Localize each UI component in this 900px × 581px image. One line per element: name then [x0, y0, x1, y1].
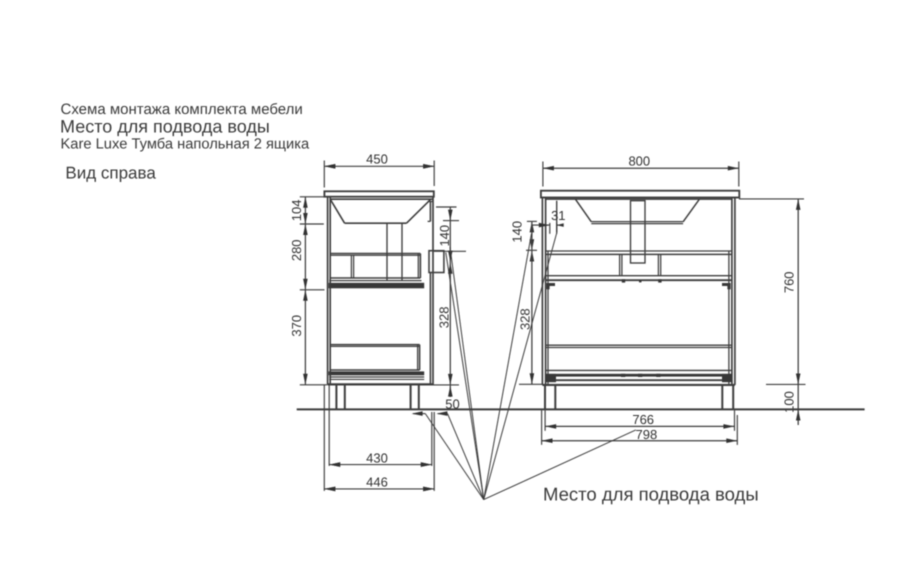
svg-text:140: 140: [437, 225, 452, 247]
svg-text:100: 100: [782, 391, 797, 413]
svg-text:31: 31: [551, 208, 565, 223]
svg-text:50: 50: [445, 397, 459, 412]
svg-text:Kare Luxe Тумба напольная 2 ящ: Kare Luxe Тумба напольная 2 ящика: [61, 137, 310, 153]
svg-text:Место для подвода воды: Место для подвода воды: [60, 117, 270, 137]
svg-text:798: 798: [636, 427, 658, 442]
svg-text:Место для подвода воды: Место для подвода воды: [543, 483, 759, 504]
svg-text:800: 800: [628, 154, 650, 169]
svg-text:766: 766: [632, 412, 654, 427]
svg-text:760: 760: [782, 271, 797, 293]
svg-text:Схема монтажа комплекта мебели: Схема монтажа комплекта мебели: [61, 101, 303, 118]
svg-text:140: 140: [509, 221, 524, 243]
svg-text:328: 328: [518, 308, 533, 330]
svg-text:370: 370: [289, 315, 304, 337]
svg-text:Вид справа: Вид справа: [65, 163, 156, 182]
svg-text:430: 430: [366, 450, 388, 465]
svg-text:450: 450: [366, 152, 388, 167]
svg-text:280: 280: [289, 239, 304, 261]
svg-text:328: 328: [437, 307, 452, 329]
svg-text:104: 104: [289, 200, 304, 222]
svg-text:446: 446: [366, 475, 388, 490]
